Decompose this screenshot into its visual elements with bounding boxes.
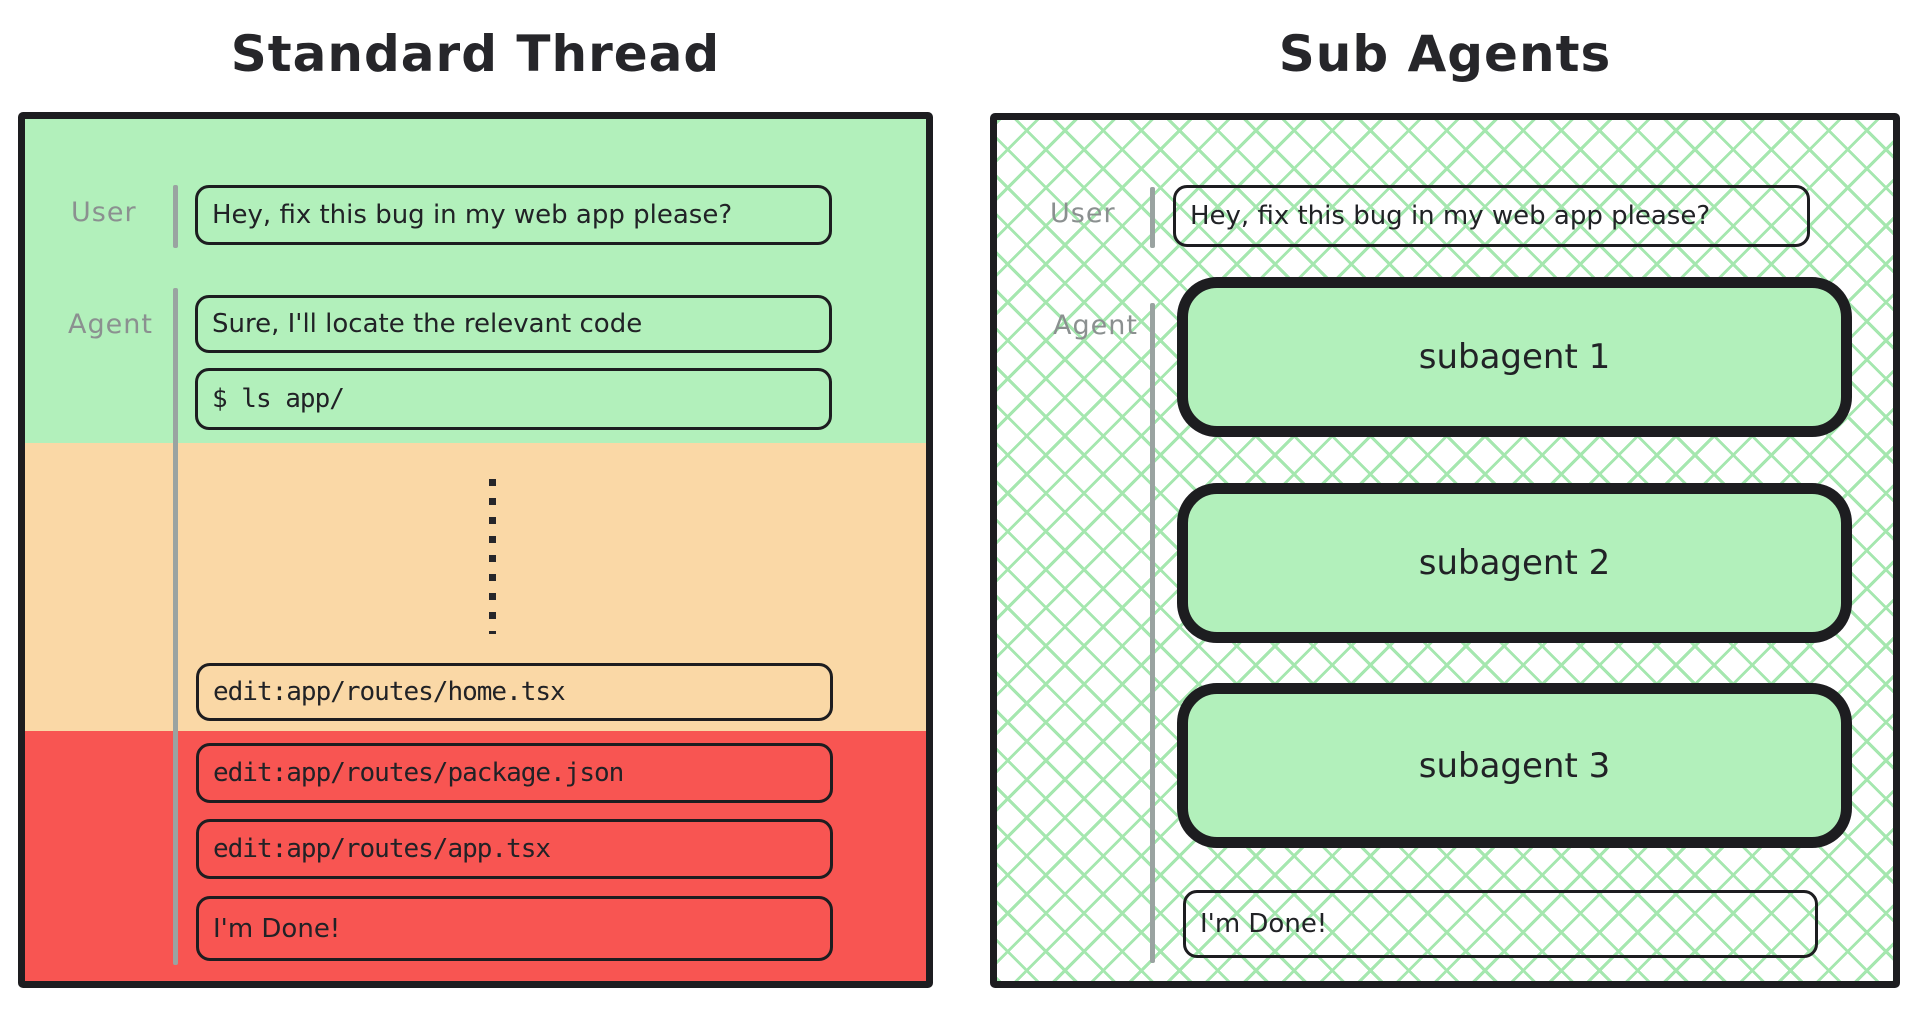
agent-message-text: Sure, I'll locate the relevant code <box>212 309 643 339</box>
agent-label: Agent <box>1053 310 1138 341</box>
edit-home-text: edit:app/routes/home.tsx <box>213 677 566 707</box>
edit-package-text: edit:app/routes/package.json <box>213 758 624 788</box>
sub-agents-panel: User Hey, fix this bug in my web app ple… <box>990 113 1900 988</box>
subagent-1-label: subagent 1 <box>1418 337 1611 377</box>
agent-label: Agent <box>68 309 153 340</box>
done-message-text: I'm Done! <box>1200 909 1328 939</box>
edit-home-box: edit:app/routes/home.tsx <box>196 663 833 721</box>
edit-app-box: edit:app/routes/app.tsx <box>196 819 833 879</box>
agent-thread-line <box>173 288 178 965</box>
user-message-text: Hey, fix this bug in my web app please? <box>1190 201 1711 231</box>
user-thread-line <box>1150 187 1155 248</box>
left-panel-title: Standard Thread <box>230 25 721 83</box>
user-label: User <box>1050 198 1116 229</box>
done-message-box: I'm Done! <box>1183 890 1818 958</box>
user-message-text: Hey, fix this bug in my web app please? <box>212 200 733 230</box>
agent-thread-line <box>1150 303 1155 963</box>
agent-message-box: Sure, I'll locate the relevant code <box>195 295 832 353</box>
user-thread-line <box>173 185 178 248</box>
done-message-box: I'm Done! <box>196 896 833 961</box>
subagent-3-box: subagent 3 <box>1177 683 1852 848</box>
user-message-box: Hey, fix this bug in my web app please? <box>1173 185 1810 247</box>
ellipsis-dots <box>489 479 496 634</box>
right-panel-title: Sub Agents <box>1278 25 1612 83</box>
user-message-box: Hey, fix this bug in my web app please? <box>195 185 832 245</box>
command-text: $ ls app/ <box>212 384 345 414</box>
done-message-text: I'm Done! <box>213 913 341 944</box>
subagent-2-box: subagent 2 <box>1177 483 1852 643</box>
standard-thread-panel: User Hey, fix this bug in my web app ple… <box>18 112 933 988</box>
subagent-1-box: subagent 1 <box>1177 277 1852 437</box>
subagent-2-label: subagent 2 <box>1418 543 1611 583</box>
command-box: $ ls app/ <box>195 368 832 430</box>
edit-app-text: edit:app/routes/app.tsx <box>213 834 551 864</box>
subagent-3-label: subagent 3 <box>1418 745 1611 786</box>
edit-package-box: edit:app/routes/package.json <box>196 743 833 803</box>
user-label: User <box>71 197 137 228</box>
